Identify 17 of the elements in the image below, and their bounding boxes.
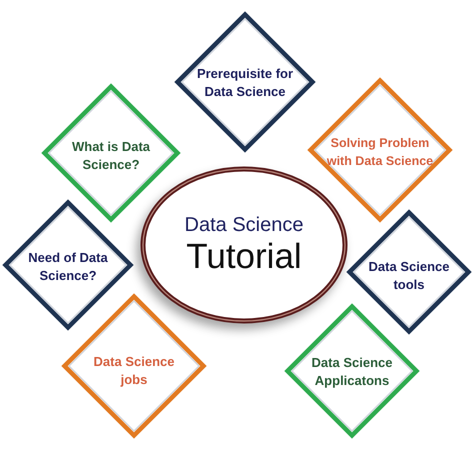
node-label: Tutorial — [186, 237, 302, 277]
node-label: Data Science Applicatons — [312, 355, 392, 388]
node-label: Data Science jobs — [94, 354, 174, 387]
diamond-node — [2, 199, 134, 331]
node-label: What is Data Science? — [72, 139, 150, 172]
ellipse-node — [140, 166, 348, 324]
diamond-node — [174, 11, 316, 153]
node-label: Data Science tools — [368, 259, 450, 292]
node-label: Data Science — [184, 213, 304, 237]
diamond-node — [307, 77, 453, 223]
node-label: Solving Problem with Data Science — [326, 136, 434, 168]
diamond-node — [346, 209, 472, 335]
diamond-node — [61, 293, 207, 439]
diamond-node — [284, 303, 420, 439]
diamond-node — [41, 83, 181, 223]
node-label: Need of Data Science? — [28, 250, 108, 283]
node-label: Prerequisite for Data Science — [196, 66, 294, 99]
